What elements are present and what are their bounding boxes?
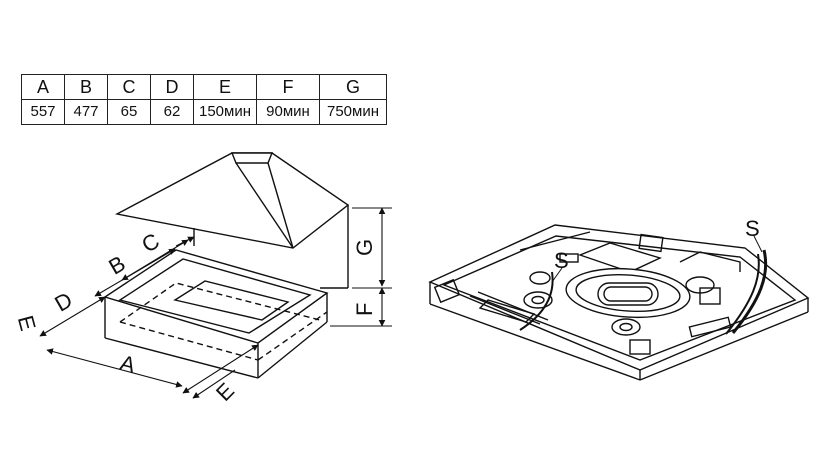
header-d: D bbox=[150, 74, 194, 100]
value-e: 150мин bbox=[193, 99, 257, 125]
hood-cutout-drawing bbox=[39, 152, 392, 399]
label-a: A bbox=[117, 350, 138, 378]
header-b: B bbox=[64, 74, 108, 100]
cable-right bbox=[731, 249, 768, 334]
hob-labels: S S bbox=[554, 216, 760, 273]
value-b: 477 bbox=[64, 99, 108, 125]
dimension-lines bbox=[39, 207, 392, 399]
dimensions-table: A B C D E F G 557 477 65 62 150мин 90мин… bbox=[21, 74, 387, 125]
coil-core bbox=[597, 282, 659, 306]
hob-underside-drawing bbox=[428, 224, 810, 381]
label-g: G bbox=[352, 239, 377, 256]
label-f: F bbox=[352, 303, 377, 316]
dimensions-value-row: 557 477 65 62 150мин 90мин 750мин bbox=[21, 99, 387, 125]
label-s-right: S bbox=[745, 216, 760, 241]
value-g: 750мин bbox=[319, 99, 387, 125]
value-d: 62 bbox=[150, 99, 194, 125]
label-e-right: E bbox=[211, 378, 239, 406]
cable-left bbox=[519, 271, 554, 331]
label-d: D bbox=[50, 287, 76, 317]
value-f: 90мин bbox=[256, 99, 320, 125]
label-b: B bbox=[104, 251, 129, 280]
label-s-left: S bbox=[554, 248, 569, 273]
cutout-box bbox=[103, 249, 329, 379]
hood-outline bbox=[114, 152, 350, 249]
dimensions-header-row: A B C D E F G bbox=[21, 74, 387, 100]
value-c: 65 bbox=[107, 99, 151, 125]
header-g: G bbox=[319, 74, 387, 100]
label-e-left: E bbox=[13, 313, 41, 334]
label-c: C bbox=[137, 228, 163, 258]
value-a: 557 bbox=[21, 99, 65, 125]
header-a: A bbox=[21, 74, 65, 100]
